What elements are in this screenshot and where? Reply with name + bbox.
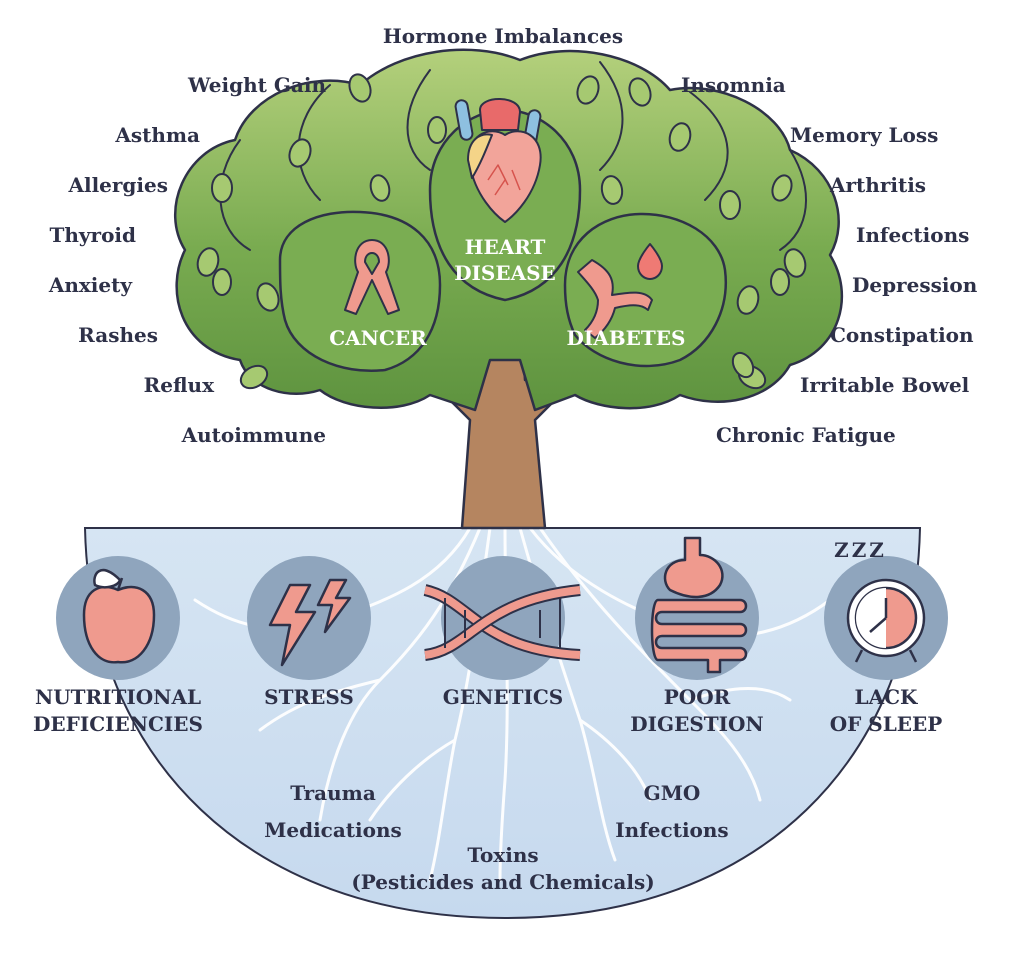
root-factors-right: GMO Infections xyxy=(615,775,728,849)
blood-vessel-icon xyxy=(577,243,663,339)
symptom-left-8: Autoimmune xyxy=(181,423,326,447)
root-factor-trauma: Trauma xyxy=(290,781,376,805)
symptom-left-3: Allergies xyxy=(68,173,168,197)
symptom-left-5: Anxiety xyxy=(48,273,132,297)
heart-disease-label-line-1: HEART xyxy=(464,235,546,259)
root-factors-bottom: Toxins (Pesticides and Chemicals) xyxy=(351,842,654,896)
symptom-right-7: Irritable Bowel xyxy=(800,373,970,397)
cause-4-line-2: DIGESTION xyxy=(630,712,764,736)
symptom-right-1: Insomnia xyxy=(681,73,786,97)
symptom-right-6: Constipation xyxy=(830,323,974,347)
symptom-left-2: Asthma xyxy=(115,123,200,147)
symptom-left-7: Reflux xyxy=(143,373,214,397)
tree-roots xyxy=(193,526,832,882)
symptom-right-2: Memory Loss xyxy=(790,123,939,147)
symptom-hormone-imbalances: Hormone Imbalances xyxy=(382,24,624,48)
cause-label-stress: STRESS xyxy=(264,684,354,711)
cause-label-lack-of-sleep: LACK OF SLEEP xyxy=(830,684,943,738)
diabetes-label: DIABETES xyxy=(566,326,686,350)
cause-label-genetics: GENETICS xyxy=(443,684,563,711)
symptom-left-6: Rashes xyxy=(78,323,158,347)
apple-icon xyxy=(82,568,156,664)
symptom-right-8: Chronic Fatigue xyxy=(716,423,896,447)
heart-disease-label: HEART DISEASE xyxy=(454,234,556,286)
sleep-z-glyph: Z Z Z xyxy=(834,538,884,562)
heart-disease-label-line-2: DISEASE xyxy=(454,261,556,285)
cause-3-line-1: GENETICS xyxy=(442,685,564,709)
root-factor-toxins: Toxins xyxy=(467,843,539,867)
root-factor-medications: Medications xyxy=(264,818,402,842)
symptom-left-1: Weight Gain xyxy=(187,73,326,97)
symptom-right-3: Arthritis xyxy=(830,173,927,197)
symptom-right-4: Infections xyxy=(856,223,970,247)
cause-4-line-1: POOR xyxy=(663,685,731,709)
cause-1-line-1: NUTRITIONAL xyxy=(34,685,202,709)
leaves xyxy=(196,73,807,390)
root-factor-infections: Infections xyxy=(615,818,729,842)
cancer-label: CANCER xyxy=(329,326,427,350)
lightning-icon xyxy=(268,578,352,667)
cause-5-line-2: OF SLEEP xyxy=(829,712,943,736)
cause-5-line-1: LACK xyxy=(854,685,918,709)
root-factor-gmo: GMO xyxy=(643,781,701,805)
cause-1-line-2: DEFICIENCIES xyxy=(33,712,203,736)
ribbon-icon xyxy=(344,239,400,315)
alarm-clock-icon xyxy=(846,578,926,663)
dna-icon xyxy=(423,584,581,661)
cause-label-poor-digestion: POOR DIGESTION xyxy=(630,684,763,738)
root-factor-pesticides: (Pesticides and Chemicals) xyxy=(351,870,655,894)
heart-icon xyxy=(454,98,542,223)
root-factors-left: Trauma Medications xyxy=(264,775,402,849)
symptom-right-5: Depression xyxy=(852,273,978,297)
stomach-icon xyxy=(650,536,748,674)
symptom-left-4: Thyroid xyxy=(49,223,136,247)
cause-label-nutritional-deficiencies: NUTRITIONAL DEFICIENCIES xyxy=(33,684,203,738)
cause-2-line-1: STRESS xyxy=(264,685,354,709)
